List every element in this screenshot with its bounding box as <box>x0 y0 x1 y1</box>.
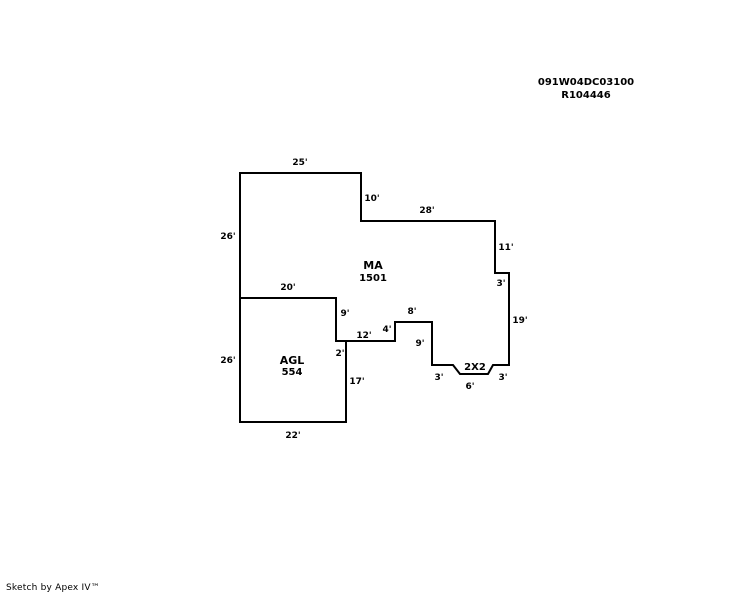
dim-17: 17' <box>349 377 364 387</box>
dim-3-right: 3' <box>496 279 505 289</box>
dim-2: 2' <box>335 349 344 359</box>
dim-11: 11' <box>498 243 513 253</box>
dim-26-bottom: 26' <box>220 356 235 366</box>
dim-8: 8' <box>407 307 416 317</box>
agl-size: 554 <box>282 367 303 378</box>
dim-4: 4' <box>382 325 391 335</box>
dim-25: 25' <box>292 158 307 168</box>
agl-outline <box>239 297 347 423</box>
ma-label: MA <box>363 259 383 272</box>
dim-19: 19' <box>512 316 527 326</box>
dim-6: 6' <box>465 382 474 392</box>
dim-26-top: 26' <box>220 232 235 242</box>
dim-9-right: 9' <box>415 339 424 349</box>
dim-12: 12' <box>356 331 371 341</box>
2x2-label: 2X2 <box>464 362 486 373</box>
ma-size: 1501 <box>359 273 387 284</box>
parcel-id: 091W04DC03100 <box>537 77 635 88</box>
dim-22: 22' <box>285 431 300 441</box>
dim-20: 20' <box>280 283 295 293</box>
account-id: R104446 <box>561 90 611 101</box>
dim-3-bottom-left: 3' <box>434 373 443 383</box>
dim-3-bottom-right: 3' <box>498 373 507 383</box>
dim-28: 28' <box>419 206 434 216</box>
dim-10: 10' <box>364 194 379 204</box>
sketch-credit: Sketch by Apex IV™ <box>6 583 100 593</box>
dim-9-left: 9' <box>340 309 349 319</box>
agl-label: AGL <box>280 354 305 367</box>
parcel-info: 091W04DC03100 R104446 <box>520 76 652 102</box>
